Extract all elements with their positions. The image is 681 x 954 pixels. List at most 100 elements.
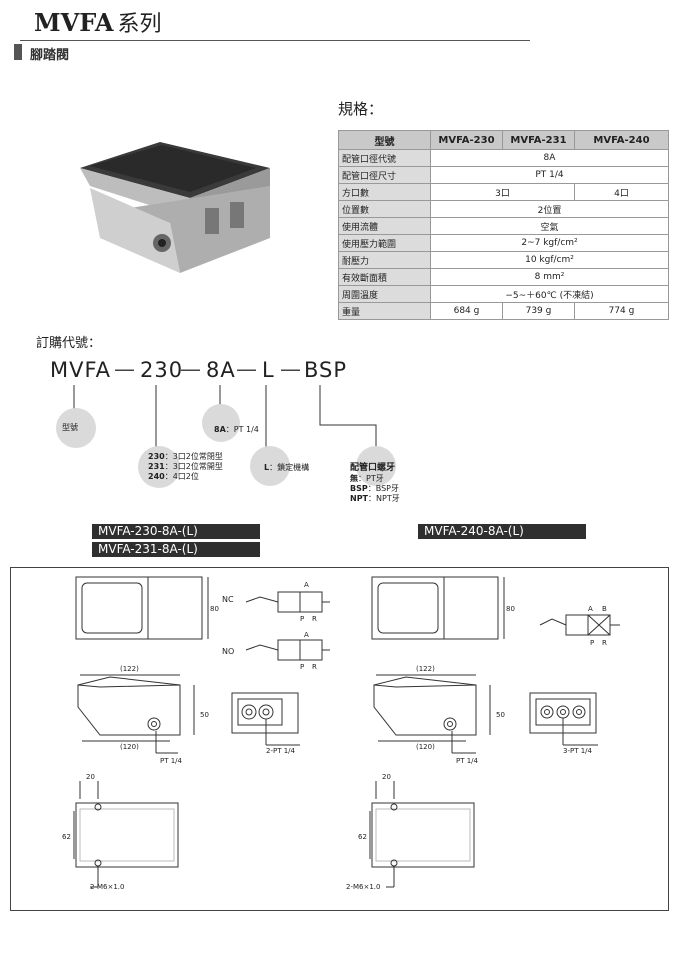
variant-note: 230：3口2位常閉型 — [148, 452, 223, 462]
row-label: 周圍溫度 — [338, 285, 431, 303]
drawing-frame — [10, 567, 669, 911]
code-dash: — — [236, 357, 257, 381]
lock-code: L — [264, 463, 270, 472]
col-240: MVFA-240 — [574, 130, 669, 150]
title-suffix: 系列 — [117, 12, 162, 37]
thread-note: NPT：NPT牙 — [350, 494, 400, 504]
ports-right: 3-PT 1/4 — [563, 747, 593, 755]
order-leader-lines — [73, 385, 377, 455]
banner-231: MVFA-231-8A-(L) — [92, 542, 260, 557]
thread-desc: ：NPT牙 — [368, 494, 400, 503]
variant-code: 231 — [148, 462, 165, 471]
port-p-nc: P — [300, 615, 304, 623]
row-label: 使用壓力範圍 — [338, 234, 431, 252]
order-label: 訂購代號： — [36, 336, 102, 351]
code-port: 8A — [206, 358, 236, 382]
spec-label: 規格： — [338, 100, 384, 118]
mount-left: 2-M6×1.0 — [90, 883, 124, 891]
port-bubble — [202, 404, 240, 442]
row-value: 8A — [430, 149, 669, 167]
row-value: −5~＋60℃ (不凍結) — [430, 285, 669, 303]
banner-240: MVFA-240-8A-(L) — [418, 524, 586, 539]
thread-code: 無 — [350, 474, 358, 483]
row-value: 10 kgf/cm² — [430, 251, 669, 269]
port-note: 8A：PT 1/4 — [214, 424, 259, 435]
row-value: 684 g — [430, 302, 503, 320]
row-value: 2~7 kgf/cm² — [430, 234, 669, 252]
variant-desc: ：3口2位常閉型 — [164, 452, 223, 461]
variant-desc: ：3口2位常開型 — [164, 462, 223, 471]
lock-note: L：鎖定機構 — [264, 462, 309, 473]
port-r-no: R — [312, 663, 317, 671]
dim-50-right: 50 — [496, 711, 505, 719]
thread-note: 無：PT牙 — [350, 474, 400, 484]
variant-code: 240 — [148, 472, 165, 481]
top-view-pedal — [81, 582, 143, 634]
dim-122-right: (122) — [416, 665, 435, 673]
port-a-nc: A — [304, 581, 309, 589]
thread-title: 配管口螺牙 — [350, 463, 396, 473]
code-lock: L — [262, 358, 275, 382]
lock-bubble — [250, 446, 290, 486]
thread-desc: ：BSP牙 — [367, 484, 399, 493]
port-a-240: A — [588, 605, 593, 613]
subtitle-marker — [14, 44, 22, 60]
row-value: 2位置 — [430, 200, 669, 218]
thread-bubble — [356, 446, 396, 486]
top-view-body — [75, 576, 203, 640]
title-rule — [20, 40, 530, 41]
dim-62-left: 62 — [62, 833, 71, 841]
port-a-no: A — [304, 631, 309, 639]
thread-desc: ：PT牙 — [358, 474, 384, 483]
table-row: 周圍溫度−5~＋60℃ (不凍結) — [338, 285, 669, 303]
dim-80-left: 80 — [210, 605, 219, 613]
port-note-code: 8A — [214, 425, 226, 434]
technical-drawings: (122) (120) 50 80 PT 1/4 2-PT 1/4 20 62 … — [62, 576, 620, 891]
port-p-240: P — [590, 639, 594, 647]
thread-notes: 無：PT牙 BSP：BSP牙 NPT：NPT牙 — [350, 474, 400, 504]
dim-120-left: (120) — [120, 743, 139, 751]
dim-120-right: (120) — [416, 743, 435, 751]
mount-right: 2-M6×1.0 — [346, 883, 380, 891]
variant-code: 230 — [148, 452, 165, 461]
dim-80-right: 80 — [506, 605, 515, 613]
col-230: MVFA-230 — [430, 130, 503, 150]
port-note-desc: ：PT 1/4 — [225, 425, 259, 434]
variant-note: 240：4口2位 — [148, 472, 223, 482]
dim-62-right: 62 — [358, 833, 367, 841]
dim-20-right: 20 — [382, 773, 391, 781]
row-label: 配管口徑代號 — [338, 149, 431, 167]
row-value: PT 1/4 — [430, 166, 669, 184]
title-main: MVFA — [34, 8, 114, 37]
product-image — [80, 142, 270, 273]
thread-note: BSP：BSP牙 — [350, 484, 400, 494]
row-label: 使用流體 — [338, 217, 431, 235]
row-label: 耐壓力 — [338, 251, 431, 269]
variant-notes: 230：3口2位常閉型 231：3口2位常開型 240：4口2位 — [148, 452, 223, 482]
row-label: 配管口徑尺寸 — [338, 166, 431, 184]
code-variant: 230 — [140, 358, 184, 382]
row-label: 有效斷面積 — [338, 268, 431, 286]
code-thread: BSP — [304, 358, 348, 382]
subtitle: 腳踏閥 — [30, 48, 70, 63]
col-231: MVFA-231 — [502, 130, 575, 150]
row-label: 重量 — [338, 302, 431, 320]
lock-desc: ：鎖定機構 — [269, 463, 310, 472]
variant-bubble — [138, 446, 180, 488]
pt-left: PT 1/4 — [160, 757, 183, 765]
port-r-nc: R — [312, 615, 317, 623]
row-value: 774 g — [574, 302, 669, 320]
label-no: NO — [222, 647, 234, 656]
code-dash: — — [280, 357, 301, 381]
port-p-no: P — [300, 663, 304, 671]
row-value: 空氣 — [430, 217, 669, 235]
dim-50-left: 50 — [200, 711, 209, 719]
